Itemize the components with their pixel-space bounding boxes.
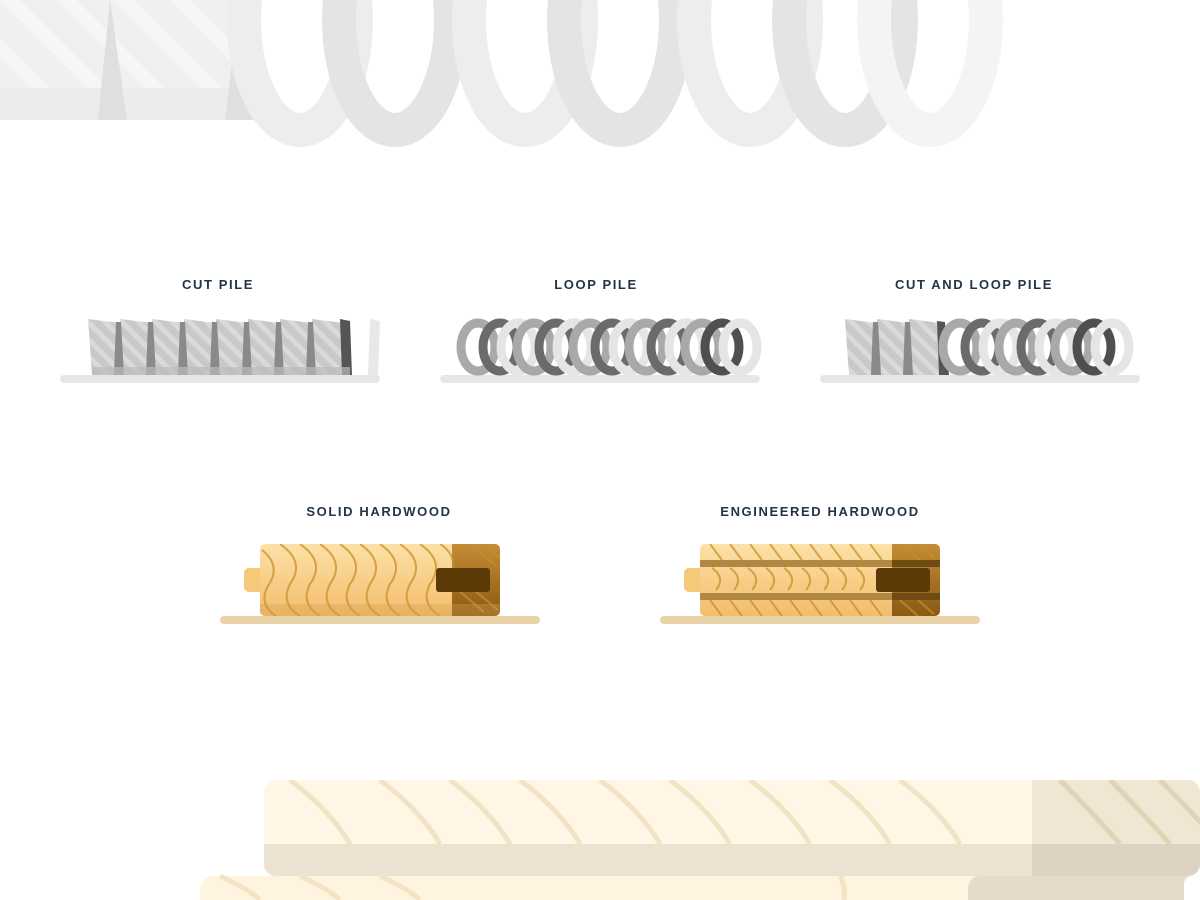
cut-and-loop-loops (938, 318, 1134, 376)
loop-pile-label: LOOP PILE (554, 277, 638, 292)
solid-hardwood-label: SOLID HARDWOOD (306, 504, 452, 519)
cut-and-loop-tufts (845, 319, 949, 375)
top-decoration (0, 0, 1003, 147)
loop-pile-loops (456, 318, 762, 376)
cut-pile-label: CUT PILE (181, 277, 255, 292)
cut-and-loop-pile-diagram (820, 318, 1140, 383)
engineered-hardwood-label: ENGINEERED HARDWOOD (720, 504, 920, 519)
cut-pile-diagram (60, 319, 380, 383)
loop-pile-diagram (440, 318, 762, 383)
bottom-decoration (200, 780, 1200, 900)
solid-hardwood-diagram (220, 544, 540, 624)
cut-pile-tufts (88, 319, 380, 375)
engineered-hardwood-diagram (660, 544, 980, 624)
cut-and-loop-pile-label: CUT AND LOOP PILE (895, 277, 1053, 292)
